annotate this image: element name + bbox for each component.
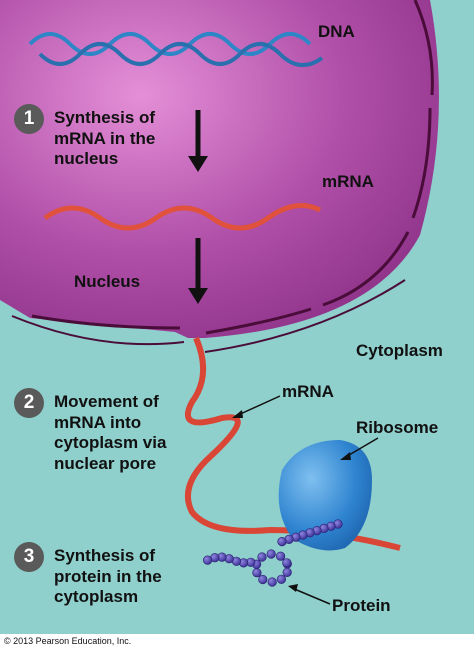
- pointer-protein-head: [288, 584, 298, 592]
- pointer-protein: [291, 587, 331, 605]
- nucleus-body: [0, 0, 439, 338]
- step-1-text: Synthesis of mRNA in the nucleus: [54, 108, 156, 169]
- protein-bead: [203, 555, 213, 565]
- pointer-mrna-head: [232, 410, 243, 418]
- label-mrna-nucleus: mRNA: [322, 172, 374, 191]
- arrow-down-1: [188, 110, 208, 172]
- nuclear-envelope-segment: [322, 231, 410, 307]
- ribosome: [278, 440, 372, 551]
- protein-bead: [267, 577, 277, 587]
- copyright-text: © 2013 Pearson Education, Inc.: [4, 636, 132, 646]
- protein-bead: [276, 574, 287, 584]
- protein-bead: [277, 536, 287, 547]
- nuclear-envelope-edge: [11, 315, 185, 346]
- step-3-badge: 3: [14, 542, 44, 572]
- footer: © 2013 Pearson Education, Inc.: [0, 634, 474, 651]
- mrna-in-cytoplasm: [184, 336, 401, 551]
- protein-bead: [257, 552, 267, 562]
- mrna-in-nucleus: [43, 203, 322, 231]
- pointer-mrna: [235, 395, 281, 417]
- label-protein: Protein: [332, 596, 391, 615]
- protein-bead: [282, 567, 292, 578]
- label-cytoplasm: Cytoplasm: [356, 341, 443, 360]
- pointer-ribosome-head: [340, 452, 351, 460]
- nuclear-envelope-segment: [205, 307, 312, 335]
- diagram-artwork: [0, 0, 439, 605]
- step-2-badge: 2: [14, 388, 44, 418]
- label-dna: DNA: [318, 22, 355, 41]
- step-2-text: Movement of mRNA into cytoplasm via nucl…: [54, 392, 167, 474]
- protein-chain: [203, 519, 343, 587]
- dna-strand-b: [38, 42, 324, 67]
- step-3-text: Synthesis of protein in the cytoplasm: [54, 546, 162, 607]
- nuclear-envelope-segment: [413, 0, 434, 96]
- nuclear-envelope-segment: [31, 314, 181, 330]
- arrow-down-2: [188, 238, 208, 304]
- nuclear-envelope-segment: [411, 107, 432, 219]
- nuclear-envelope-edge: [204, 279, 406, 353]
- label-mrna-cytoplasm: mRNA: [282, 382, 334, 401]
- protein-bead: [282, 558, 292, 568]
- protein-bead: [266, 549, 276, 559]
- label-nucleus: Nucleus: [74, 272, 141, 291]
- label-ribosome: Ribosome: [356, 418, 439, 437]
- protein-bead: [276, 551, 286, 561]
- protein-bead: [252, 568, 262, 578]
- protein-bead: [258, 574, 268, 585]
- step-1-badge: 1: [14, 104, 44, 134]
